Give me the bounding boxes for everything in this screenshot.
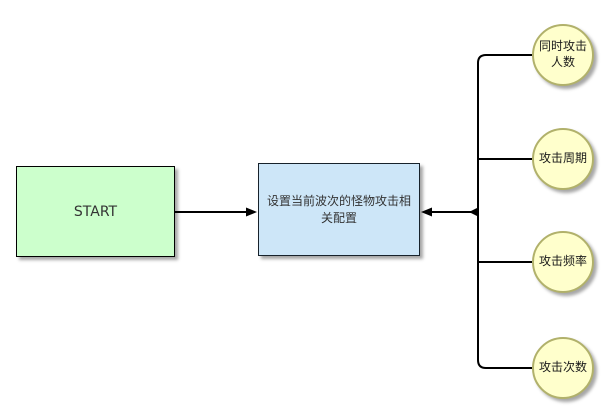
node-param-label: 攻击次数 [538, 360, 587, 375]
node-start[interactable]: START [16, 166, 175, 257]
node-param-attack-cycle[interactable]: 攻击周期 [532, 128, 594, 190]
node-param-attack-count[interactable]: 攻击次数 [532, 337, 594, 399]
node-attack-config[interactable]: 设置当前波次的怪物攻击相关配置 [258, 163, 420, 256]
arrowhead-right-icon [246, 207, 257, 217]
node-param-label: 攻击频率 [538, 254, 587, 269]
node-param-label: 同时攻击人数 [538, 39, 587, 69]
node-param-simultaneous-attackers[interactable]: 同时攻击人数 [532, 24, 594, 86]
node-param-label: 攻击周期 [538, 151, 587, 166]
junction-arrowhead-icon [469, 207, 478, 217]
node-attack-config-label: 设置当前波次的怪物攻击相关配置 [266, 193, 411, 225]
edge-param-trunk [477, 54, 532, 369]
node-param-attack-frequency[interactable]: 攻击频率 [532, 231, 594, 293]
edge-params-to-config [421, 207, 478, 217]
arrowhead-left-icon [421, 207, 432, 217]
node-start-label: START [73, 203, 118, 220]
edge-start-to-config [175, 207, 257, 217]
